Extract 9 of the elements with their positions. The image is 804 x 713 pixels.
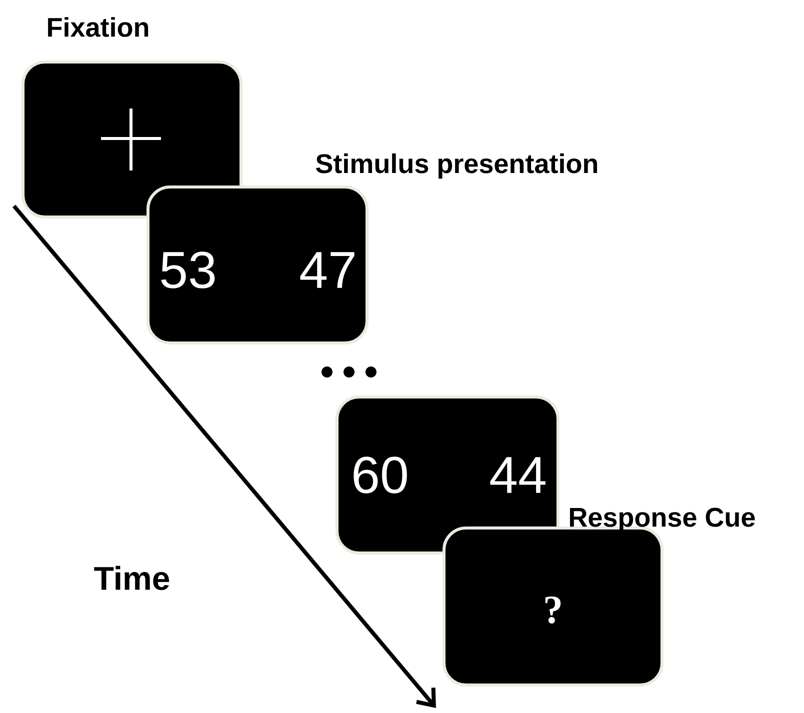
number: 53 bbox=[161, 252, 215, 288]
heading: Stimulus presentation bbox=[316, 153, 598, 179]
number: 60 bbox=[354, 456, 407, 494]
question-mark: ? bbox=[545, 596, 561, 624]
axis-label: Time bbox=[94, 566, 170, 590]
heading: Response Cue bbox=[570, 508, 755, 532]
number: 47 bbox=[300, 252, 354, 288]
heading: Fixation bbox=[48, 17, 148, 37]
number: 44 bbox=[490, 457, 546, 493]
